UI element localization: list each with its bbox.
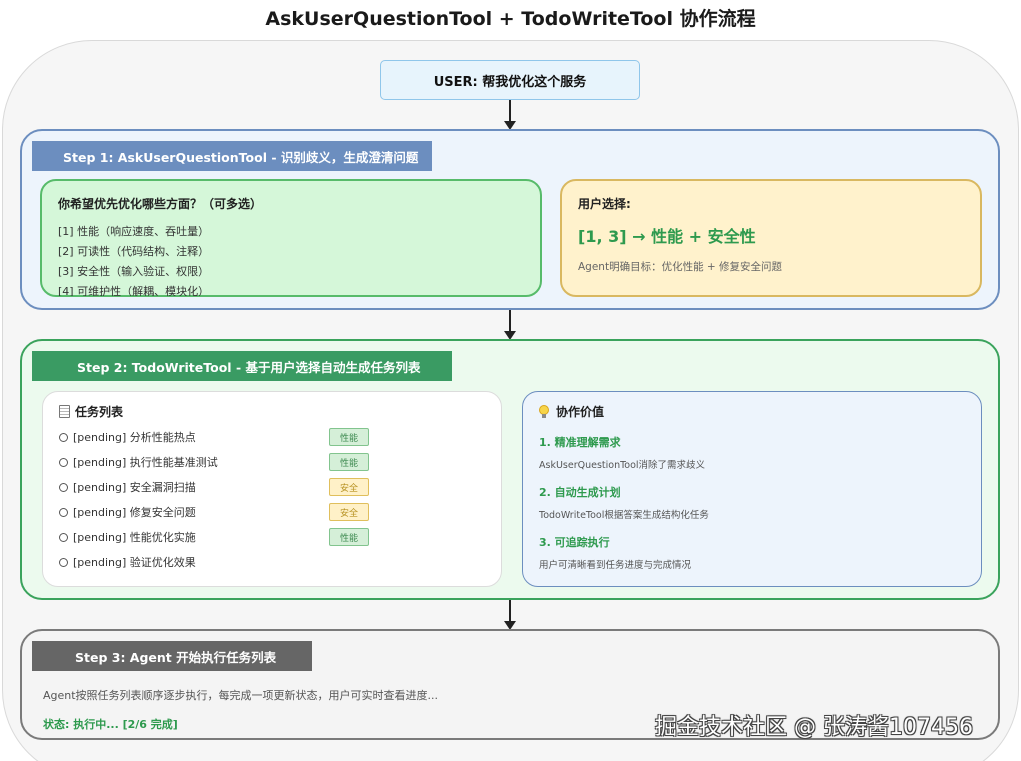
clipboard-icon [59, 405, 70, 418]
task-item: [pending] 性能优化实施 性能 [59, 528, 369, 546]
task-item: [pending] 分析性能热点 性能 [59, 428, 369, 446]
value-description: AskUserQuestionTool消除了需求歧义 [539, 460, 706, 471]
collaboration-value-title: 协作价值 [556, 405, 605, 419]
task-tag: 性能 [329, 428, 369, 446]
flow-arrow-step1-to-step2 [504, 310, 516, 340]
pending-circle-icon [59, 482, 68, 492]
pending-circle-icon [59, 432, 68, 442]
pending-circle-icon [59, 532, 68, 542]
flow-arrow-user-to-step1 [504, 100, 516, 130]
task-text: [pending] 分析性能热点 [73, 431, 196, 444]
question-title: 你希望优先优化哪些方面？（可多选） [58, 197, 263, 211]
step1-header: Step 1: AskUserQuestionTool - 识别歧义，生成澄清问… [32, 141, 432, 171]
value-heading: 1. 精准理解需求 [539, 436, 621, 449]
watermark: 掘金技术社区 @ 张涛酱107456 [655, 715, 973, 740]
step3-header: Step 3: Agent 开始执行任务列表 [32, 641, 312, 671]
step3-panel: Step 3: Agent 开始执行任务列表 Agent按照任务列表顺序逐步执行… [20, 629, 1000, 740]
question-option: [4] 可维护性（解耦、模块化） [58, 285, 210, 296]
question-option: [3] 安全性（输入验证、权限） [58, 265, 210, 278]
task-item: [pending] 执行性能基准测试 性能 [59, 453, 369, 471]
task-text: [pending] 安全漏洞扫描 [73, 481, 196, 494]
task-list-title: 任务列表 [75, 405, 124, 419]
collaboration-value-title-row: 协作价值 [539, 403, 604, 420]
task-text: [pending] 修复安全问题 [73, 506, 196, 519]
step2-header: Step 2: TodoWriteTool - 基于用户选择自动生成任务列表 [32, 351, 452, 381]
task-tag: 安全 [329, 503, 369, 521]
lightbulb-icon [539, 405, 549, 418]
task-text: [pending] 性能优化实施 [73, 531, 196, 544]
step1-panel: Step 1: AskUserQuestionTool - 识别歧义，生成澄清问… [20, 129, 1000, 310]
collaboration-value-card: 协作价值 1. 精准理解需求 AskUserQuestionTool消除了需求歧… [522, 391, 982, 587]
execution-description: Agent按照任务列表顺序逐步执行，每完成一项更新状态，用户可实时查看进度... [43, 689, 439, 702]
user-choice-value: [1, 3] → 性能 + 安全性 [578, 227, 756, 246]
value-description: 用户可清晰看到任务进度与完成情况 [539, 560, 692, 571]
task-item: [pending] 验证优化效果 [59, 553, 359, 571]
question-option: [1] 性能（响应速度、吞吐量） [58, 225, 210, 238]
task-item: [pending] 修复安全问题 安全 [59, 503, 369, 521]
step2-panel: Step 2: TodoWriteTool - 基于用户选择自动生成任务列表 任… [20, 339, 1000, 600]
question-option: [2] 可读性（代码结构、注释） [58, 245, 210, 258]
agent-goal-note: Agent明确目标：优化性能 + 修复安全问题 [578, 261, 783, 273]
value-description: TodoWriteTool根据答案生成结构化任务 [539, 510, 709, 521]
task-tag: 性能 [329, 528, 369, 546]
value-heading: 3. 可追踪执行 [539, 536, 610, 549]
task-item: [pending] 安全漏洞扫描 安全 [59, 478, 369, 496]
task-tag: 安全 [329, 478, 369, 496]
task-text: [pending] 验证优化效果 [73, 556, 196, 569]
page-title: AskUserQuestionTool + TodoWriteTool 协作流程 [265, 8, 756, 30]
clarifying-question-card: 你希望优先优化哪些方面？（可多选） [1] 性能（响应速度、吞吐量） [2] 可… [40, 179, 542, 297]
user-request-label: USER: 帮我优化这个服务 [433, 74, 587, 90]
user-choice-card: 用户选择: [1, 3] → 性能 + 安全性 Agent明确目标：优化性能 +… [560, 179, 982, 297]
pending-circle-icon [59, 557, 68, 567]
task-list-card: 任务列表 [pending] 分析性能热点 性能 [pending] 执行性能基… [42, 391, 502, 587]
task-text: [pending] 执行性能基准测试 [73, 456, 218, 469]
user-choice-label: 用户选择: [578, 197, 631, 211]
execution-status: 状态: 执行中... [2/6 完成] [43, 718, 178, 731]
user-request-box: USER: 帮我优化这个服务 [380, 60, 640, 100]
pending-circle-icon [59, 457, 68, 467]
task-tag: 性能 [329, 453, 369, 471]
value-heading: 2. 自动生成计划 [539, 486, 621, 499]
task-list-title-row: 任务列表 [59, 403, 123, 420]
flow-arrow-step2-to-step3 [504, 600, 516, 630]
pending-circle-icon [59, 507, 68, 517]
